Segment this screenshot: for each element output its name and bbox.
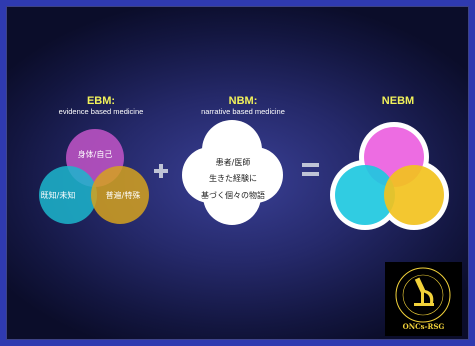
nbm-line-3: 基づく個々の物語 — [201, 190, 265, 200]
venn-label-universal-special: 普遍/特殊 — [106, 190, 141, 200]
nbm-heading: NBM: narrative based medicine — [178, 95, 308, 116]
venn-circle-universal-special — [91, 166, 149, 224]
nbm-cloud — [182, 120, 283, 225]
plus-icon — [154, 164, 168, 178]
nbm-line-1: 患者/医師 — [216, 157, 251, 167]
microscope-seal-icon — [395, 267, 451, 323]
nebm-heading: NEBM — [348, 95, 448, 107]
logo-text: ONCs-RSG — [402, 322, 445, 331]
ebm-venn: 身体/自己 既知/未知 普遍/特殊 — [39, 129, 149, 224]
nbm-subtitle: narrative based medicine — [201, 107, 285, 116]
oncs-rsg-logo: ONCs-RSG — [385, 262, 462, 336]
nebm-title: NEBM — [381, 95, 415, 107]
venn-label-known-unknown: 既知/未知 — [41, 190, 76, 200]
nbm-title: NBM: — [228, 95, 258, 107]
venn-label-body-self: 身体/自己 — [78, 149, 113, 159]
nebm-circle-left — [335, 165, 395, 225]
venn-circle-known-unknown — [39, 166, 97, 224]
nbm-line-2: 生きた経験に — [209, 173, 257, 183]
nebm-venn — [330, 122, 449, 230]
ebm-subtitle: evidence based medicine — [58, 107, 144, 116]
ebm-heading: EBM: evidence based medicine — [36, 95, 166, 116]
ebm-title: EBM: — [86, 95, 116, 107]
equals-icon — [302, 163, 319, 176]
nebm-circle-right — [384, 165, 444, 225]
